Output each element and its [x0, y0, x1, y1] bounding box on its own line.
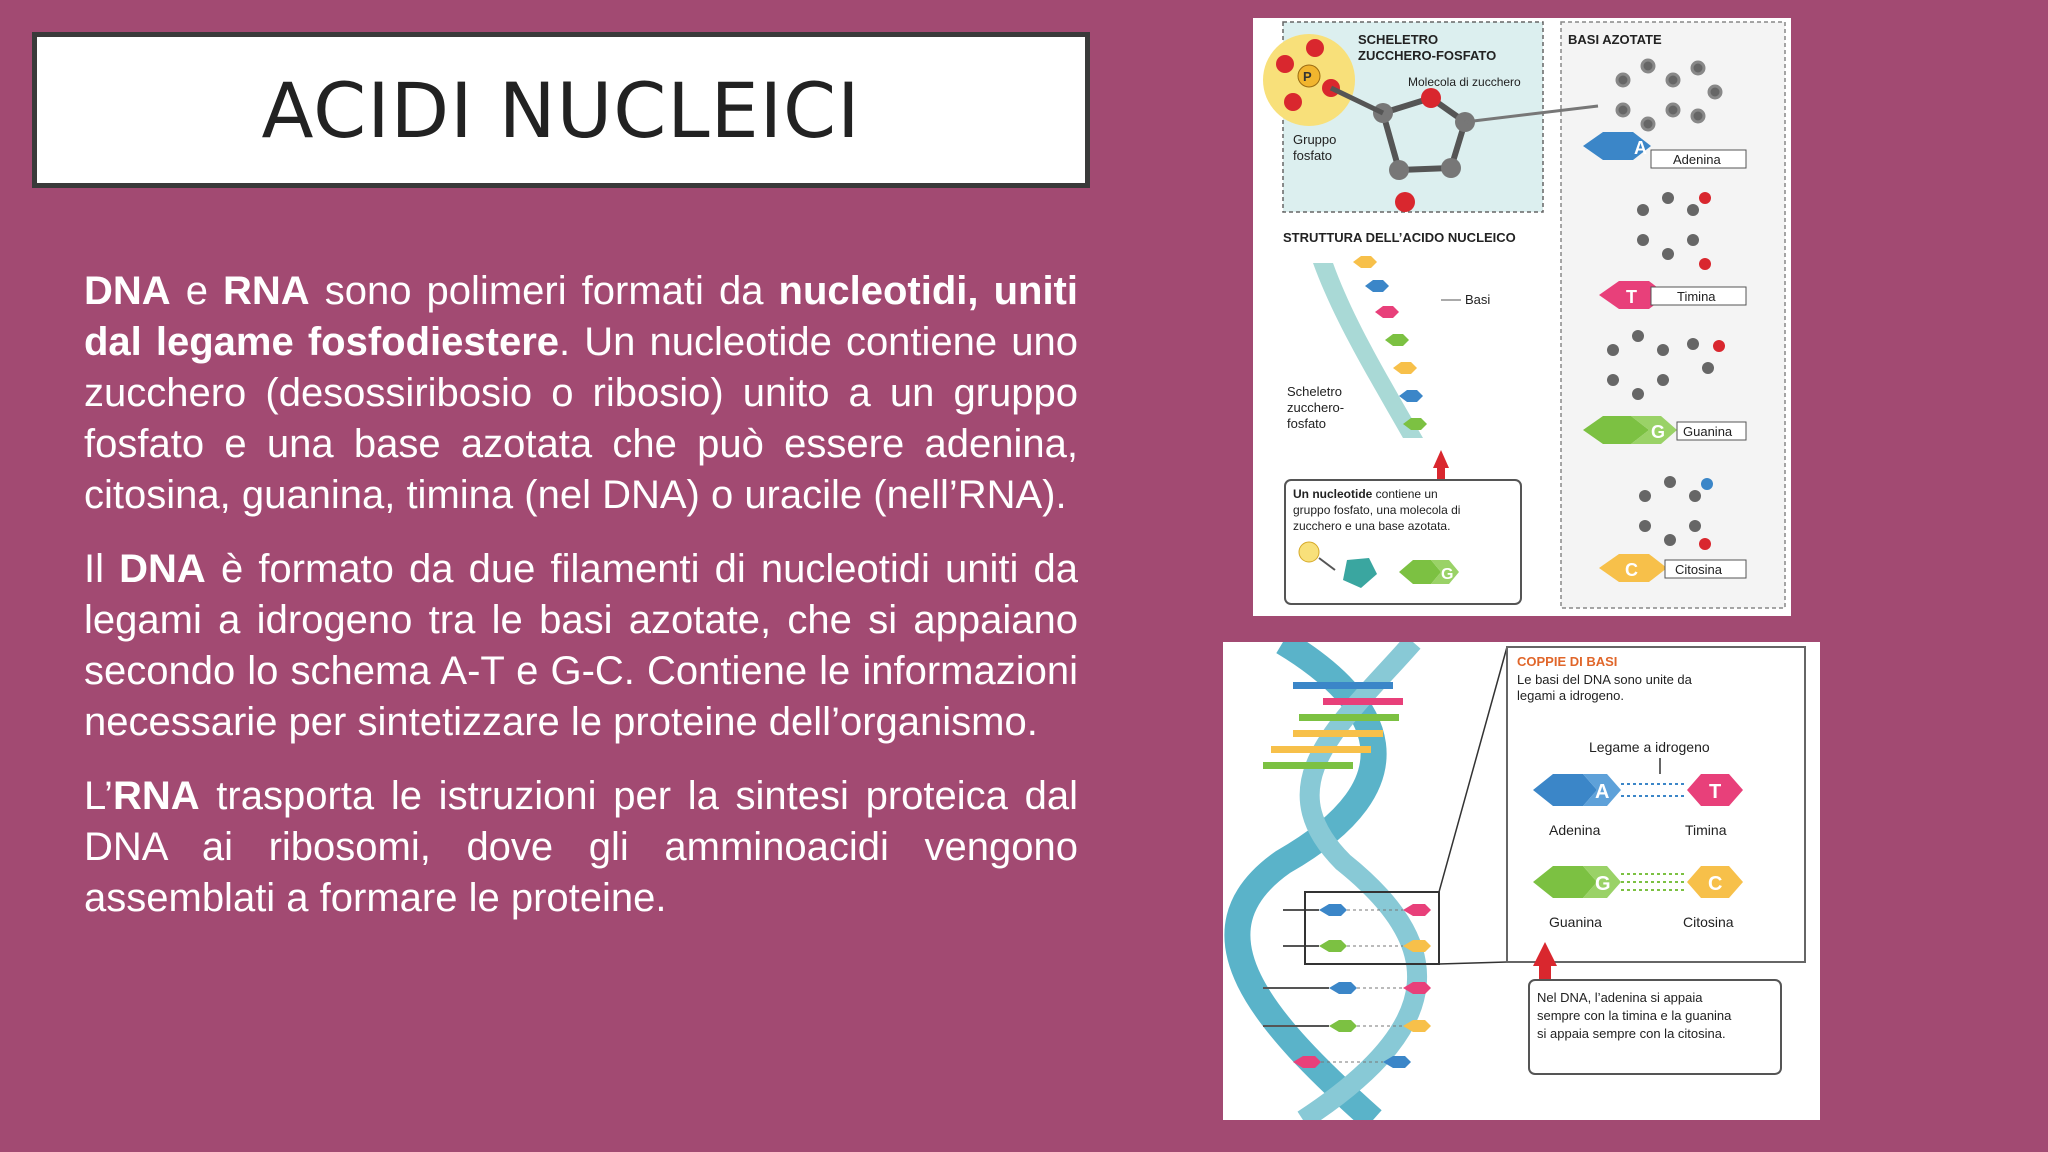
- paragraph-3: L’RNA trasporta le istruzioni per la sin…: [84, 771, 1078, 924]
- pair-label: Citosina: [1683, 914, 1734, 930]
- phosphorus-symbol: P: [1303, 69, 1312, 84]
- base-letter: G: [1441, 566, 1453, 583]
- text-span: . Un nucleotide contiene uno zucchero (d…: [84, 320, 1079, 517]
- term-nucleotides: nucleotidi, uniti dal legame fosfodieste…: [84, 269, 1078, 364]
- backbone-strand-icon: [1313, 263, 1423, 438]
- sugar-label: Molecola di zucchero: [1408, 75, 1521, 89]
- nucleotide-note-box: [1284, 479, 1522, 605]
- base-pairs-figure: COPPIE DI BASI Le basi del DNA sono unit…: [1223, 642, 1820, 1120]
- base-letter: T: [1709, 781, 1721, 803]
- base-letter: C: [1625, 560, 1638, 580]
- dna-helix-strand: [1297, 642, 1427, 1120]
- nucleotide-structure-figure: P SCHELETRO ZUCCHERO-FOSFATO Molecola di…: [1253, 18, 1791, 616]
- base-name: Adenina: [1673, 152, 1721, 167]
- text-span: sono polimeri formati da: [309, 269, 779, 313]
- body-text: DNA e RNA sono polimeri formati da nucle…: [84, 266, 1078, 947]
- base-thymine: T Timina: [1599, 192, 1747, 309]
- red-arrow-icon: [1433, 450, 1449, 488]
- zoom-box: [1304, 891, 1440, 965]
- base-name: Timina: [1677, 289, 1716, 304]
- base-guanine: G Guanina: [1583, 330, 1747, 444]
- base-letter: T: [1626, 287, 1637, 307]
- base-adenine: A Adenina: [1583, 58, 1747, 169]
- backbone-label: fosfato: [1287, 416, 1326, 431]
- text-span: è formato da due filamenti di nucleotidi…: [84, 547, 1078, 744]
- term-dna: DNA: [119, 547, 206, 591]
- base-name: Guanina: [1683, 424, 1733, 439]
- pairing-note-line: Nel DNA, l’adenina si appaia: [1537, 990, 1703, 1005]
- sugar-icon: [1343, 558, 1377, 588]
- strand-bases: [1353, 256, 1427, 430]
- term-dna: DNA: [84, 269, 171, 313]
- base-letter: A: [1595, 781, 1609, 803]
- bases-label: Basi: [1465, 292, 1490, 307]
- base-cytosine: C Citosina: [1599, 476, 1747, 582]
- base-letter: C: [1708, 873, 1722, 895]
- hydrogen-bond-label: Legame a idrogeno: [1589, 739, 1710, 755]
- paragraph-2: Il DNA è formato da due filamenti di nuc…: [84, 544, 1078, 748]
- nucleotide-note-line: gruppo fosfato, una molecola di: [1293, 503, 1460, 517]
- thymine-icon: [1687, 774, 1743, 806]
- backbone-title: ZUCCHERO-FOSFATO: [1358, 48, 1496, 63]
- base-letter: G: [1651, 422, 1665, 442]
- term-rna: RNA: [112, 774, 200, 818]
- text-span: L’: [84, 774, 113, 818]
- structure-title: STRUTTURA DELL’ACIDO NUCLEICO: [1283, 230, 1516, 245]
- paragraph-1: DNA e RNA sono polimeri formati da nucle…: [84, 266, 1078, 521]
- phosphate-label: fosfato: [1293, 148, 1332, 163]
- helix-base-pairs: [1263, 682, 1431, 1068]
- pairs-title: COPPIE DI BASI: [1517, 654, 1617, 669]
- base-name: Citosina: [1675, 562, 1723, 577]
- pairing-note-box: [1528, 979, 1782, 1075]
- term-rna: RNA: [223, 269, 310, 313]
- pair-label: Timina: [1685, 822, 1727, 838]
- red-arrow-icon: [1533, 942, 1557, 988]
- cytosine-icon: [1687, 866, 1743, 898]
- nucleotide-note-line: Un nucleotide contiene un: [1293, 487, 1438, 501]
- phosphate-icon: [1298, 541, 1320, 563]
- backbone-label: zucchero-: [1287, 400, 1344, 415]
- bases-title: BASI AZOTATE: [1568, 32, 1662, 47]
- pairs-description: Le basi del DNA sono unite da: [1517, 672, 1693, 687]
- backbone-label: Scheletro: [1287, 384, 1342, 399]
- guanine-icon: [1399, 560, 1441, 584]
- pair-label: Adenina: [1549, 822, 1601, 838]
- pairing-note-line: si appaia sempre con la citosina.: [1537, 1026, 1726, 1041]
- nucleotide-note-line: zucchero e una base azotata.: [1293, 519, 1450, 533]
- pairs-description: legami a idrogeno.: [1517, 688, 1624, 703]
- text-span: trasporta le istruzioni per la sintesi p…: [84, 774, 1078, 920]
- slide-title: ACIDI NUCLEICI: [261, 65, 861, 155]
- adenine-icon: [1533, 774, 1597, 806]
- phosphate-label: Gruppo: [1293, 132, 1336, 147]
- title-box: ACIDI NUCLEICI: [32, 32, 1090, 188]
- pair-label: Guanina: [1549, 914, 1602, 930]
- guanine-icon: [1533, 866, 1597, 898]
- bases-box: [1560, 21, 1786, 609]
- pairing-note-line: sempre con la timina e la guanina: [1537, 1008, 1732, 1023]
- text-span: Il: [84, 547, 120, 591]
- base-letter: A: [1634, 138, 1647, 158]
- backbone-title: SCHELETRO: [1358, 32, 1438, 47]
- text-span: e: [170, 269, 224, 313]
- base-letter: G: [1595, 873, 1611, 895]
